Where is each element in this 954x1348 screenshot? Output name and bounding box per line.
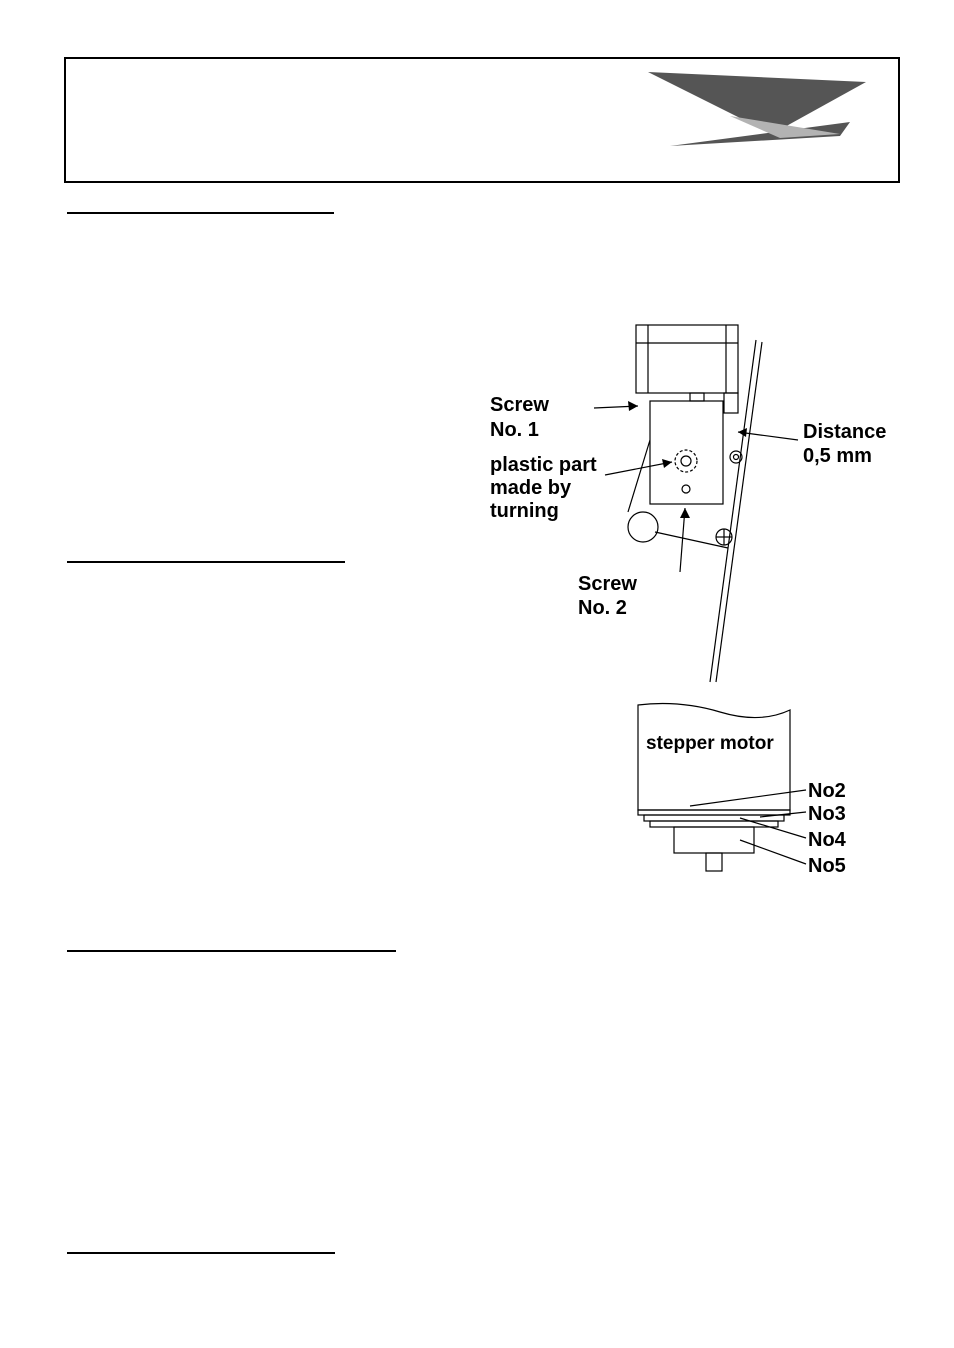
- plastic-label-line3: turning: [490, 500, 559, 522]
- section-rule-2: [67, 561, 345, 563]
- brand-logo: [648, 72, 866, 146]
- stepper-motor-body: [637, 702, 791, 811]
- section-rule-1: [67, 212, 334, 214]
- pulley: [627, 511, 659, 543]
- part-label-no4: No4: [808, 829, 847, 851]
- screw1-label-line2: No. 1: [490, 419, 539, 441]
- guide-rail: [709, 339, 757, 683]
- distance-label-line2: 0,5 mm: [803, 445, 872, 467]
- motor-body: [635, 324, 739, 394]
- plastic-label-line2: made by: [490, 477, 572, 499]
- screw1-label-line1: Screw: [490, 394, 549, 416]
- part-label-no5: No5: [808, 855, 846, 877]
- screw2-label-line2: No. 2: [578, 597, 627, 619]
- plastic-label-line1: plastic part: [490, 454, 597, 476]
- section-rule-4: [67, 1252, 335, 1254]
- section-rule-3: [67, 950, 396, 952]
- distance-label-line1: Distance: [803, 421, 886, 443]
- gear-hub: [673, 826, 755, 854]
- plastic-part: [674, 449, 698, 473]
- screw2-label-line1: Screw: [578, 573, 637, 595]
- header-frame: [64, 57, 900, 183]
- stepper-motor-label: stepper motor: [646, 733, 774, 754]
- part-label-no2: No2: [808, 780, 846, 802]
- motor-shaft: [705, 852, 723, 872]
- part-label-no3: No3: [808, 803, 846, 825]
- mount-block: [649, 400, 724, 505]
